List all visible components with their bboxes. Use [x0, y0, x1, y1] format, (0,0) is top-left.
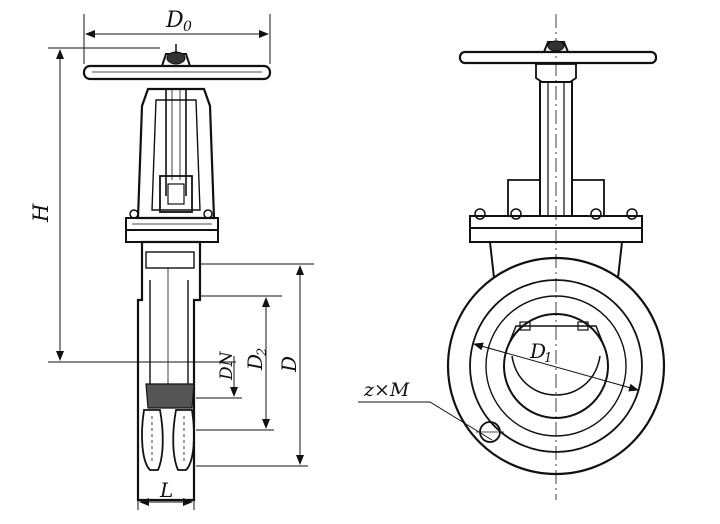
handwheel-side: [458, 40, 658, 65]
valve-body-front: [136, 240, 202, 502]
yoke-front: [129, 87, 216, 220]
svg-text:0: 0: [183, 19, 192, 35]
label-D2: D 2: [243, 348, 270, 371]
handwheel-front: [82, 44, 272, 81]
label-D1: D 1: [529, 339, 552, 366]
front-view: [48, 14, 314, 510]
bonnet-flange-side: [469, 208, 643, 243]
label-D: D: [277, 356, 301, 373]
label-H: H: [29, 203, 53, 223]
dimension-lines-front: [48, 14, 314, 510]
label-D0: D 0: [165, 8, 192, 35]
side-view: [358, 14, 666, 500]
label-L: L: [159, 478, 173, 502]
svg-text:D: D: [243, 354, 267, 371]
label-zxM: z×M: [363, 379, 410, 401]
svg-text:2: 2: [255, 348, 270, 357]
bonnet-flange-front: [125, 217, 219, 243]
svg-text:D: D: [529, 339, 546, 363]
svg-text:D: D: [165, 8, 184, 33]
svg-text:1: 1: [544, 351, 552, 366]
label-DN: DN: [217, 350, 237, 381]
yoke-side: [507, 63, 605, 217]
